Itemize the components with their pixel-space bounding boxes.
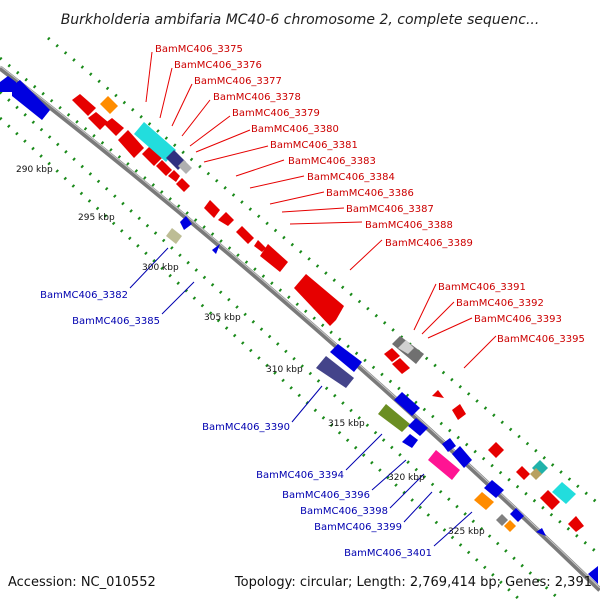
gene-red-m[interactable] bbox=[488, 442, 504, 458]
bottom-leader-lines bbox=[129, 247, 473, 547]
gene-label[interactable]: BamMC406_3379 bbox=[232, 108, 320, 119]
tick-label: 295 kbp bbox=[78, 213, 115, 223]
gene-blue-2[interactable] bbox=[12, 80, 50, 120]
gene-blue-edge[interactable] bbox=[588, 566, 598, 584]
gene-label[interactable]: BamMC406_3399 bbox=[314, 522, 402, 533]
gene-cyan[interactable] bbox=[134, 122, 176, 162]
gene-olive-small[interactable] bbox=[530, 468, 542, 480]
gene-label[interactable]: BamMC406_3383 bbox=[288, 156, 376, 167]
gene-red-3392[interactable] bbox=[384, 348, 400, 362]
gene-blue-3385[interactable] bbox=[212, 244, 220, 254]
gene-label[interactable]: BamMC406_3388 bbox=[365, 220, 453, 231]
dot-track-outer bbox=[47, 36, 600, 507]
gene-red-d[interactable] bbox=[142, 146, 162, 166]
gene-blue-3398b[interactable] bbox=[452, 446, 472, 468]
gene-orange-small[interactable] bbox=[504, 520, 516, 532]
tick-label: 290 kbp bbox=[16, 165, 53, 175]
gene-red-p[interactable] bbox=[568, 516, 584, 532]
dot-track-mid-lower bbox=[0, 90, 562, 600]
gene-label[interactable]: BamMC406_3394 bbox=[256, 470, 344, 481]
topology-text: Topology: circular; Length: 2,769,414 bp… bbox=[234, 575, 592, 590]
gene-red-3395b[interactable] bbox=[452, 404, 466, 420]
gene-red-3395a[interactable] bbox=[432, 390, 444, 398]
gene-blue-3401b[interactable] bbox=[510, 508, 524, 522]
gene-label[interactable]: BamMC406_3392 bbox=[456, 298, 544, 309]
gene-blue-3398a[interactable] bbox=[442, 438, 456, 452]
gene-label[interactable]: BamMC406_3384 bbox=[307, 172, 395, 183]
gene-label[interactable]: BamMC406_3382 bbox=[40, 290, 128, 301]
dot-track-inner bbox=[0, 116, 522, 600]
top-gene-labels: BamMC406_3375 BamMC406_3376 BamMC406_337… bbox=[155, 44, 585, 345]
gene-label[interactable]: BamMC406_3401 bbox=[344, 548, 432, 559]
chromosome-backbone-highlight bbox=[0, 65, 600, 589]
gene-red-o[interactable] bbox=[540, 490, 560, 510]
gene-navy-3390[interactable] bbox=[316, 356, 354, 388]
gene-grey-light[interactable] bbox=[398, 340, 414, 354]
gene-label[interactable]: BamMC406_3389 bbox=[385, 238, 473, 249]
gene-red-f[interactable] bbox=[168, 170, 180, 182]
gene-blue-3401c[interactable] bbox=[536, 528, 546, 536]
tick-label: 325 kbp bbox=[448, 527, 485, 537]
gene-red-i[interactable] bbox=[218, 212, 234, 226]
gene-label[interactable]: BamMC406_3375 bbox=[155, 44, 243, 55]
tick-label: 300 kbp bbox=[142, 263, 179, 273]
dotted-track-lines bbox=[0, 36, 600, 600]
gene-red-e[interactable] bbox=[156, 160, 172, 176]
gene-label[interactable]: BamMC406_3390 bbox=[202, 422, 290, 433]
gene-orange-3401[interactable] bbox=[474, 492, 494, 510]
gene-label[interactable]: BamMC406_3377 bbox=[194, 76, 282, 87]
gene-blue-3394b[interactable] bbox=[408, 418, 428, 436]
top-leader-lines bbox=[145, 51, 497, 369]
gene-red-k[interactable] bbox=[254, 240, 266, 252]
gene-label[interactable]: BamMC406_3387 bbox=[346, 204, 434, 215]
gene-features bbox=[0, 76, 598, 584]
gene-blue-3396[interactable] bbox=[402, 434, 418, 448]
gene-grey-3401[interactable] bbox=[496, 514, 508, 526]
gene-olive-3394[interactable] bbox=[378, 404, 410, 432]
gene-label[interactable]: BamMC406_3393 bbox=[474, 314, 562, 325]
gene-grey-small[interactable] bbox=[178, 160, 192, 174]
gene-blue-3382[interactable] bbox=[180, 216, 192, 230]
tick-label: 305 kbp bbox=[204, 313, 241, 323]
gene-label[interactable]: BamMC406_3398 bbox=[300, 506, 388, 517]
chromosome-backbone bbox=[0, 66, 600, 592]
gene-red-c[interactable] bbox=[118, 130, 144, 158]
tick-labels: 290 kbp 295 kbp 300 kbp 305 kbp 310 kbp … bbox=[16, 165, 485, 537]
gene-red-g[interactable] bbox=[176, 178, 190, 192]
gene-red-a[interactable] bbox=[88, 112, 108, 130]
tick-label: 310 kbp bbox=[266, 365, 303, 375]
gene-blue-3390[interactable] bbox=[330, 344, 362, 372]
gene-label[interactable]: BamMC406_3385 bbox=[72, 316, 160, 327]
gene-label[interactable]: BamMC406_3381 bbox=[270, 140, 358, 151]
tick-label: 320 kbp bbox=[388, 473, 425, 483]
gene-magenta-3399[interactable] bbox=[428, 450, 460, 480]
bottom-gene-labels: BamMC406_3382 BamMC406_3385 BamMC406_339… bbox=[40, 290, 432, 559]
tick-label: 315 kbp bbox=[328, 419, 365, 429]
gene-red-h[interactable] bbox=[204, 200, 220, 218]
gene-blue-3394a[interactable] bbox=[394, 392, 420, 416]
gene-label[interactable]: BamMC406_3395 bbox=[497, 334, 585, 345]
map-title: Burkholderia ambifaria MC40-6 chromosome… bbox=[61, 12, 540, 28]
gene-label[interactable]: BamMC406_3378 bbox=[213, 92, 301, 103]
dot-track-mid-upper bbox=[0, 56, 600, 557]
gene-red-b[interactable] bbox=[104, 118, 124, 136]
gene-red-l[interactable] bbox=[260, 244, 288, 272]
gene-label[interactable]: BamMC406_3396 bbox=[282, 490, 370, 501]
gene-red-j[interactable] bbox=[236, 226, 254, 244]
gene-red-3393[interactable] bbox=[392, 358, 410, 374]
gene-label[interactable]: BamMC406_3386 bbox=[326, 188, 414, 199]
gene-red-n[interactable] bbox=[516, 466, 530, 480]
gene-label[interactable]: BamMC406_3376 bbox=[174, 60, 262, 71]
gene-label[interactable]: BamMC406_3380 bbox=[251, 124, 339, 135]
gene-cyan-right[interactable] bbox=[552, 482, 576, 504]
gene-label[interactable]: BamMC406_3391 bbox=[438, 282, 526, 293]
gene-orange[interactable] bbox=[100, 96, 118, 114]
gene-blue-3401a[interactable] bbox=[484, 480, 504, 498]
gene-red-3375[interactable] bbox=[72, 94, 96, 116]
accession-text: Accession: NC_010552 bbox=[8, 575, 156, 590]
gene-red-big[interactable] bbox=[294, 274, 344, 326]
gene-tan-3382[interactable] bbox=[166, 228, 182, 244]
